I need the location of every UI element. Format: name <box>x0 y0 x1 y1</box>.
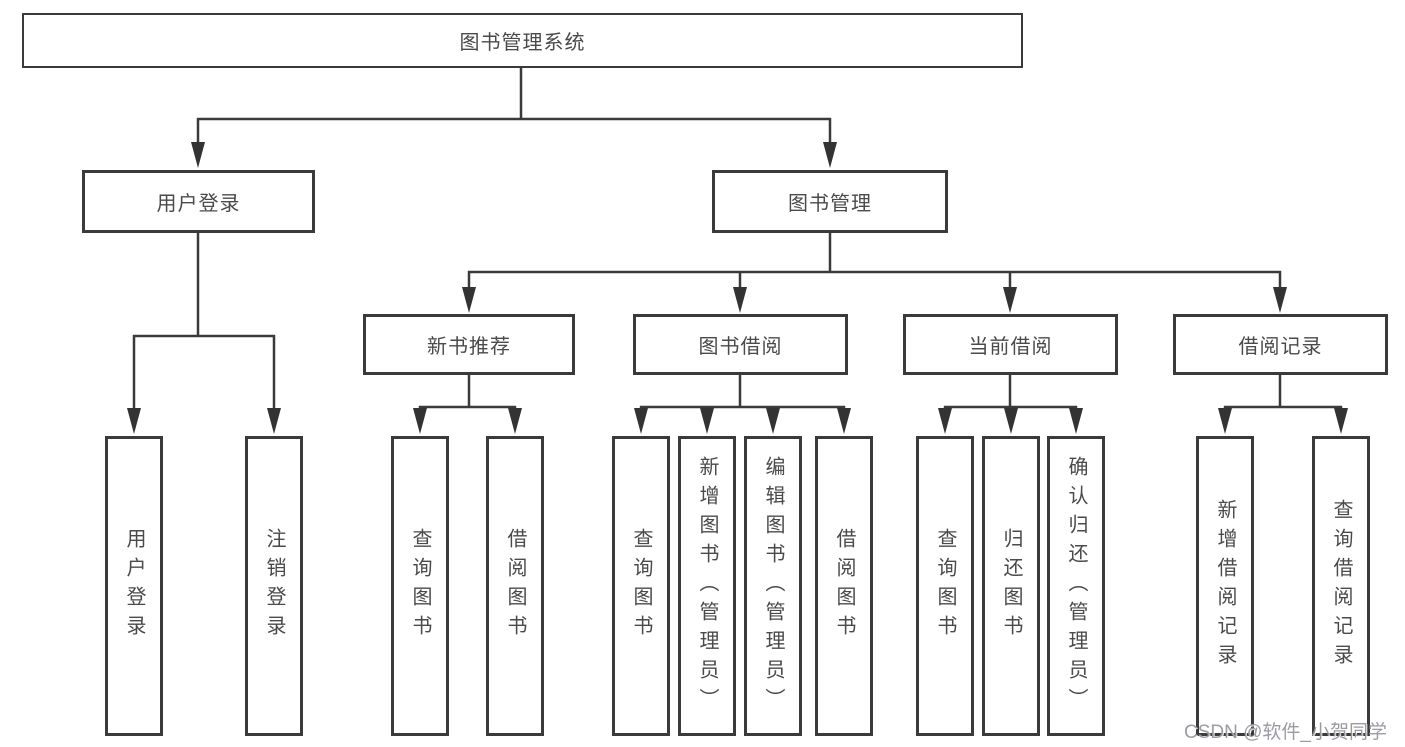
arrow-icon <box>1004 408 1018 434</box>
leaf-label: 注销登录 <box>263 528 285 644</box>
leaf-label: 借阅图书 <box>833 528 855 644</box>
connector-bookborrow-to-leaves <box>639 375 846 412</box>
node-borrow-records: 借阅记录 <box>1173 314 1388 375</box>
node-current-borrow: 当前借阅 <box>903 314 1118 375</box>
leaf-label: 新增图书（管理员） <box>696 455 718 717</box>
leaf-logout: 注销登录 <box>245 436 303 736</box>
arrow-icon <box>733 287 747 313</box>
leaf-label: 编辑图书（管理员） <box>762 455 784 717</box>
arrow-icon <box>823 142 837 168</box>
leaf-query-books-3: 查询图书 <box>916 436 974 736</box>
arrow-icon <box>191 142 205 168</box>
arrow-icon <box>766 408 780 434</box>
leaf-label: 新增借阅记录 <box>1214 499 1236 673</box>
arrow-icon <box>938 408 952 434</box>
leaf-label: 查询图书 <box>934 528 956 644</box>
connector-userlogin-to-leaves <box>132 233 276 412</box>
node-label: 借阅记录 <box>1238 336 1323 358</box>
arrow-icon <box>267 408 281 434</box>
arrow-icon <box>1069 408 1083 434</box>
node-label: 图书管理系统 <box>459 32 586 54</box>
leaf-borrow-books-2: 借阅图书 <box>815 436 873 736</box>
arrow-icon <box>413 408 427 434</box>
node-label: 图书借阅 <box>698 336 783 358</box>
node-label: 图书管理 <box>788 193 872 215</box>
leaf-add-book-admin: 新增图书（管理员） <box>678 436 736 736</box>
leaf-query-borrow-record: 查询借阅记录 <box>1312 436 1370 736</box>
connector-currentborrow-to-leaves <box>943 375 1078 412</box>
connector-borrowrecords-to-leaves <box>1223 375 1343 412</box>
arrow-icon <box>634 408 648 434</box>
node-book-management: 图书管理 <box>712 170 948 233</box>
leaf-confirm-return-admin: 确认归还（管理员） <box>1047 436 1105 736</box>
leaf-edit-book-admin: 编辑图书（管理员） <box>744 436 802 736</box>
leaf-return-book: 归还图书 <box>982 436 1040 736</box>
arrow-icon <box>700 408 714 434</box>
connector-bookmgmt-to-level3 <box>467 233 1282 291</box>
csdn-watermark: CSDN @软件_小贺同学 <box>1184 722 1387 743</box>
node-book-borrow: 图书借阅 <box>633 314 848 375</box>
leaf-label: 确认归还（管理员） <box>1065 455 1087 717</box>
arrow-icon <box>837 408 851 434</box>
leaf-label: 用户登录 <box>123 528 145 644</box>
leaf-label: 借阅图书 <box>504 528 526 644</box>
leaf-query-books-2: 查询图书 <box>612 436 670 736</box>
leaf-label: 查询图书 <box>630 528 652 644</box>
node-user-login: 用户登录 <box>82 170 315 233</box>
node-new-book-recommend: 新书推荐 <box>363 314 575 375</box>
leaf-label: 归还图书 <box>1000 528 1022 644</box>
connector-newbook-to-leaves <box>418 375 517 412</box>
node-label: 新书推荐 <box>427 336 511 358</box>
node-label: 用户登录 <box>156 193 241 215</box>
arrow-icon <box>127 408 141 434</box>
leaf-label: 查询借阅记录 <box>1330 499 1352 673</box>
arrow-icon <box>1003 287 1017 313</box>
arrow-icon <box>508 408 522 434</box>
node-library-system: 图书管理系统 <box>22 13 1023 68</box>
leaf-query-books-1: 查询图书 <box>391 436 449 736</box>
leaf-borrow-books-1: 借阅图书 <box>486 436 544 736</box>
arrow-icon <box>1334 408 1348 434</box>
leaf-label: 查询图书 <box>409 528 431 644</box>
connector-root-to-level2 <box>196 68 832 146</box>
node-label: 当前借阅 <box>968 336 1053 358</box>
leaf-user-login: 用户登录 <box>105 436 163 736</box>
arrow-icon <box>1218 408 1232 434</box>
leaf-add-borrow-record: 新增借阅记录 <box>1196 436 1254 736</box>
arrow-icon <box>462 287 476 313</box>
arrow-icon <box>1273 287 1287 313</box>
